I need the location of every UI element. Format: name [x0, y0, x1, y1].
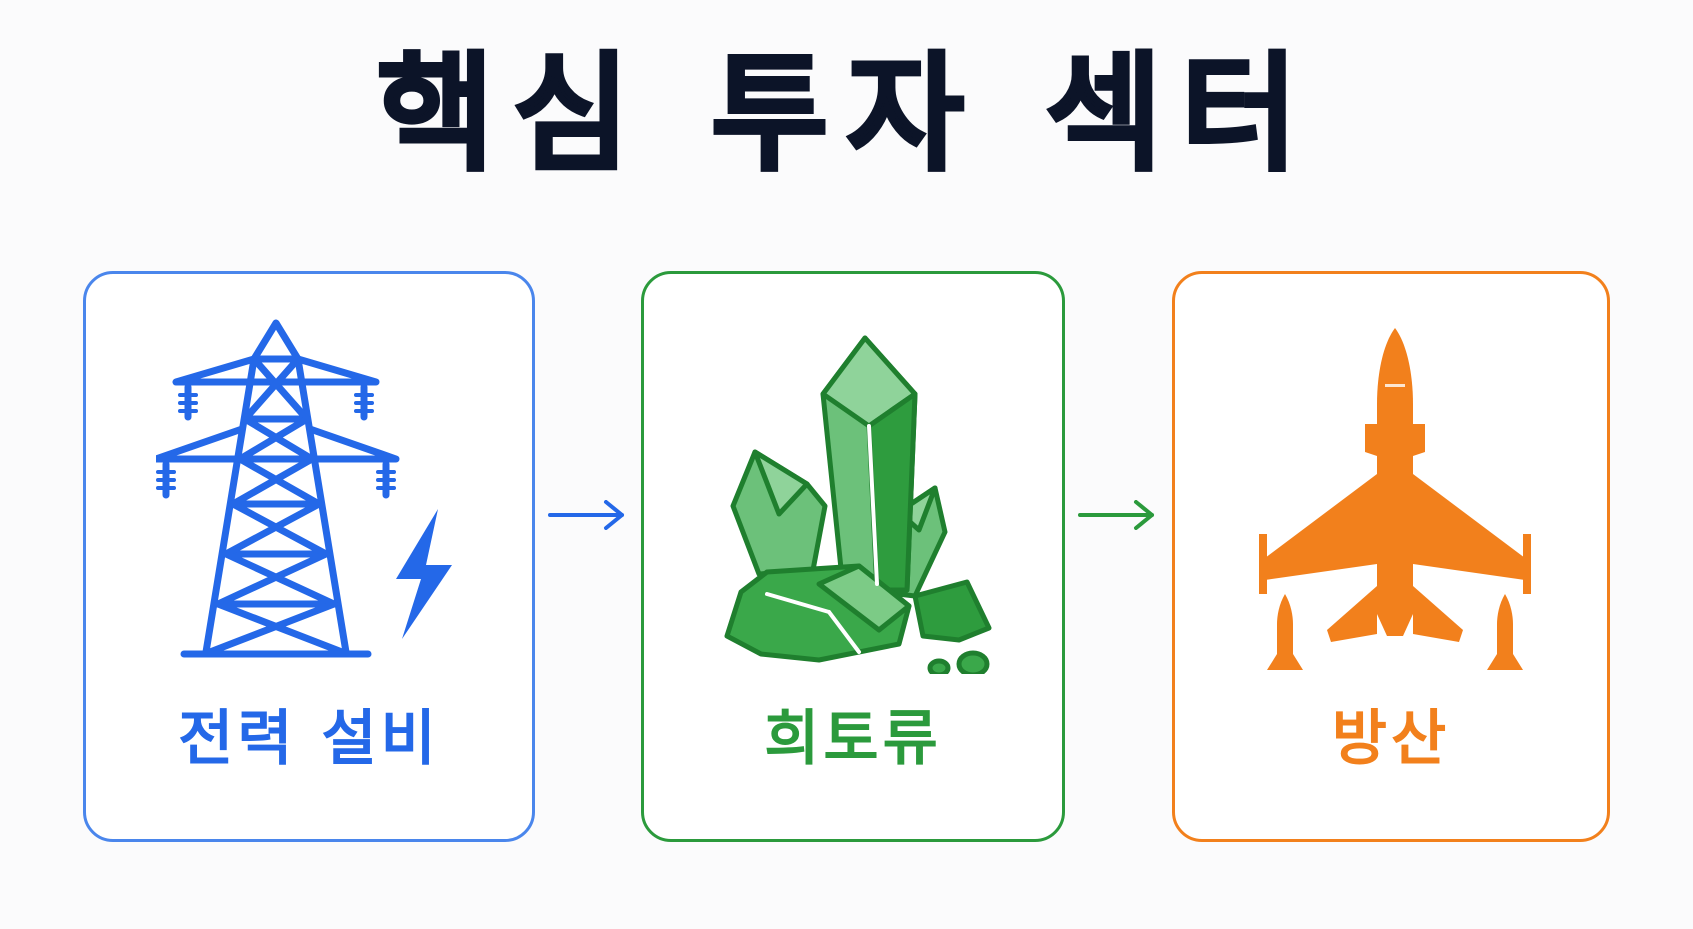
arrow-right-icon [548, 500, 624, 530]
crystal-icon [724, 335, 992, 674]
fighter-jet-icon [1259, 328, 1531, 670]
sector-label-defense: 방산 [1331, 704, 1451, 774]
transmission-tower-icon [156, 319, 452, 658]
sector-label-rare-earth: 희토류 [764, 704, 942, 774]
arrow-right-icon [1078, 500, 1154, 530]
page-title: 핵심 투자 섹터 [375, 39, 1317, 191]
sector-card-rare-earth: 희토류 [641, 271, 1065, 842]
sector-label-power: 전력 설비 [178, 704, 440, 774]
sector-card-defense: 방산 [1172, 271, 1610, 842]
sector-card-power: 전력 설비 [83, 271, 535, 842]
